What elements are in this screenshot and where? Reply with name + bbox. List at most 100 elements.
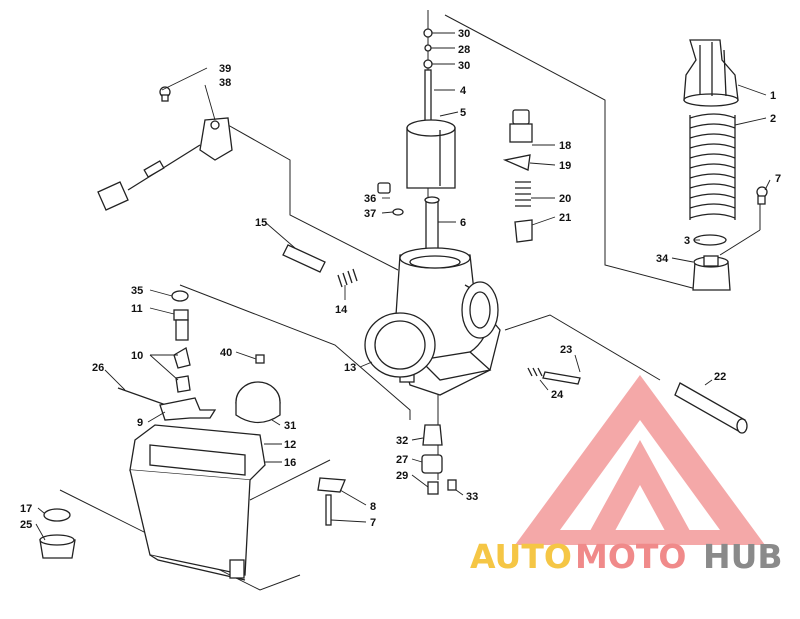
leader-25 xyxy=(35,523,46,541)
callout-32: 32 xyxy=(396,435,408,447)
part-float xyxy=(235,381,281,424)
part-starter-plunger xyxy=(514,219,533,243)
callout-19: 19 xyxy=(559,160,571,172)
leader-33 xyxy=(455,489,464,496)
watermark-m-shape xyxy=(585,440,695,540)
part-jet-32 xyxy=(422,424,443,446)
leader-22 xyxy=(704,379,713,386)
leader-13 xyxy=(359,361,373,368)
leader-7 xyxy=(330,519,367,523)
callout-36: 36 xyxy=(364,193,376,205)
callout-17: 17 xyxy=(20,503,32,515)
callout-15: 15 xyxy=(255,217,267,229)
leader-21 xyxy=(531,216,556,226)
part-top-cap xyxy=(683,39,739,107)
callout-22: 22 xyxy=(714,371,726,383)
callout-27: 27 xyxy=(396,454,408,466)
assembly-line-float-bowl xyxy=(179,284,411,420)
callout-5: 5 xyxy=(460,107,466,119)
callout-8: 8 xyxy=(370,501,376,513)
assembly-line-bolts xyxy=(249,459,331,501)
leader-11 xyxy=(149,307,175,315)
part-o-ring-17 xyxy=(43,508,71,522)
callout-30-top: 30 xyxy=(458,28,470,40)
callout-3: 3 xyxy=(684,235,690,247)
leader-29 xyxy=(411,474,429,488)
leader-8 xyxy=(339,489,367,506)
part-sensor-connector xyxy=(97,144,201,211)
watermark-text-hub: HUB xyxy=(703,537,783,576)
callout-11: 11 xyxy=(131,303,143,315)
part-washer-37 xyxy=(392,208,404,216)
leader-26 xyxy=(104,369,126,391)
part-screw-36 xyxy=(377,182,391,194)
callout-1: 1 xyxy=(770,90,776,102)
part-spring-14 xyxy=(337,268,358,288)
leader-24 xyxy=(539,379,549,391)
leader-32 xyxy=(411,437,424,441)
callout-40: 40 xyxy=(220,347,232,359)
callout-21: 21 xyxy=(559,212,571,224)
part-jet-27 xyxy=(421,454,443,474)
callout-39: 39 xyxy=(219,63,231,75)
part-seat-10 xyxy=(175,375,191,393)
assembly-line-top-right xyxy=(444,14,701,291)
watermark-wordmark: AUTO MOTO HUB xyxy=(470,537,783,576)
part-jet-11 xyxy=(173,309,189,321)
callout-26: 26 xyxy=(92,362,104,374)
part-screw-40 xyxy=(255,354,265,364)
leader-lines xyxy=(35,32,771,541)
watermark-text-moto: MOTO xyxy=(575,537,686,576)
callout-25: 25 xyxy=(20,519,32,531)
leader-5 xyxy=(439,111,459,117)
callout-7-bottom: 7 xyxy=(370,517,376,529)
leader-39 xyxy=(161,67,208,91)
callout-29: 29 xyxy=(396,470,408,482)
callout-9: 9 xyxy=(137,417,143,429)
part-spring-20 xyxy=(515,181,531,207)
callout-labels: 1 2 3 4 5 6 7 7 8 9 10 11 12 13 14 15 16… xyxy=(20,28,781,531)
leader-27 xyxy=(411,458,423,463)
part-jet-29 xyxy=(427,481,439,495)
leader-2 xyxy=(734,117,767,126)
callout-4: 4 xyxy=(460,85,467,97)
part-jet-holder-11 xyxy=(175,319,189,341)
leader-38 xyxy=(204,84,216,121)
leader-15 xyxy=(264,221,296,249)
callout-12: 12 xyxy=(284,439,296,451)
leader-40 xyxy=(235,351,257,360)
watermark-text-auto: AUTO xyxy=(470,537,572,576)
part-needle-jet xyxy=(425,199,439,251)
leader-31 xyxy=(271,419,281,426)
leader-19 xyxy=(529,162,556,166)
assembly-line-drain xyxy=(59,489,301,591)
leader-23 xyxy=(574,354,581,373)
part-jet-33 xyxy=(447,479,457,491)
callout-18: 18 xyxy=(559,140,571,152)
part-needle-jet-top xyxy=(424,196,440,204)
watermark-logo xyxy=(515,375,765,545)
assembly-line-air-screw xyxy=(504,314,661,381)
part-float-bowl xyxy=(129,424,266,581)
callout-34: 34 xyxy=(656,253,669,265)
callout-33: 33 xyxy=(466,491,478,503)
callout-37: 37 xyxy=(364,208,376,220)
part-drain-plug-25 xyxy=(39,534,76,559)
part-screw-39 xyxy=(159,86,171,102)
part-throttle-spring xyxy=(689,113,736,220)
part-cable-adjuster xyxy=(509,109,533,143)
callout-20: 20 xyxy=(559,193,571,205)
leader-35 xyxy=(149,289,173,297)
callout-10: 10 xyxy=(131,350,143,362)
part-throttle-stop-screw xyxy=(282,244,326,273)
callout-2: 2 xyxy=(770,113,776,125)
part-bolt-7 xyxy=(325,494,332,526)
parts xyxy=(39,28,768,581)
callout-16: 16 xyxy=(284,457,296,469)
part-air-screw xyxy=(527,367,581,385)
leader-1 xyxy=(737,84,767,96)
part-needle-valve-10 xyxy=(173,346,191,369)
part-o-ring-35 xyxy=(171,290,189,302)
